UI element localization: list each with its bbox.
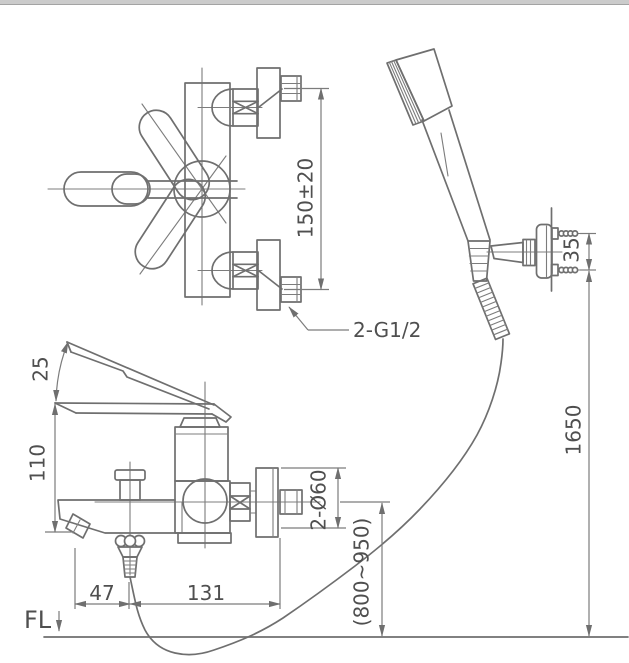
hose-outlet [114,534,146,578]
hand-shower-assembly: 35 1650 [129,48,596,656]
dimension-text-2d60: 2-Ø60 [307,469,331,530]
page-top-border [0,0,629,5]
thread-size-text: 2-G1/2 [353,318,421,342]
dimension-text-150: 150±20 [294,158,318,238]
side-hex-fitting [279,489,303,515]
union-nut-circle [182,478,228,524]
lever-open-bottom-edge [70,351,210,410]
lower-eccentric-line [258,270,283,290]
shower-handle-edge [421,119,469,242]
floor-reference: FL [24,606,629,638]
shower-head [386,48,453,126]
lower-union-cross [232,263,259,278]
hose-ferrule [467,240,491,282]
tub-spout [57,469,179,539]
hose-coil-ribs [474,282,509,336]
upper-eccentric-line [258,88,283,108]
hose-coil [472,277,511,341]
lower-supply-connection [197,239,302,311]
diverter-knob-stem [119,479,141,501]
upper-wall-flange [256,67,281,139]
upper-union-body [232,88,259,127]
lever-handle-horizontal [63,171,149,207]
spout-outline [57,499,179,534]
thread-size-leader: 2-G1/2 [288,306,421,342]
shower-handle-edge [448,109,491,241]
dimension-text-1650: 1650 [562,405,586,456]
side-wall-flange [255,467,279,538]
coupling-bump [123,534,137,548]
lever-open-position [66,341,215,410]
side-wall-connection [229,467,303,538]
dimension-text-47: 47 [89,581,114,605]
mixer-side-body [174,417,232,544]
thread-lines [122,560,138,574]
bracket-cup [535,223,553,279]
mixer-side-view: 25 110 47 131 [26,341,390,637]
lever-grip-detail [111,173,151,205]
dimension-hook-height: 1650 [562,270,593,637]
dimension-body-height: 110 [26,403,73,533]
dimension-text-35: 35 [560,237,584,262]
shower-hose [129,338,504,656]
dimension-lever-angle: 25 [29,341,69,402]
spout-nozzle [65,513,91,539]
hose-ferrule-outline [467,240,491,282]
dimension-bracket-pitch: 35 [560,232,596,271]
lever-construction-line-lower [139,155,227,275]
shower-head-rib-band [386,59,425,126]
dimension-install-height: (800~950) [340,501,390,637]
mixer-front-view: 150±20 2-G1/2 [47,67,421,342]
upper-union-cross [232,100,259,115]
lever-open-top-edge [66,341,215,406]
dimension-text-131: 131 [187,581,225,605]
screw-thread [571,266,579,274]
bracket-screw-top [550,227,581,240]
shower-handle [421,109,491,242]
lever-handle-raised-down [134,178,207,270]
lever-left-cap [54,402,77,414]
dimension-flange-diameter: 2-Ø60 [281,467,346,531]
lower-union-body [232,251,259,290]
shower-head-rib [390,60,420,124]
side-union-cross [229,495,251,510]
dimension-text-110: 110 [26,444,50,482]
bracket-screw-bottom [550,263,581,277]
screw-thread [571,230,579,237]
lower-wall-flange [256,239,281,311]
lever-handle-raised-up [138,109,211,201]
bracket-nut [522,238,536,267]
upper-supply-connection [197,67,302,139]
angle-arc [53,341,69,402]
body-base-skirt [177,532,232,544]
dimension-text-25: 25 [29,356,53,381]
shower-head-rib [393,60,422,123]
upper-union-nut-dome [211,88,234,127]
lever-construction-line-upper [141,103,227,224]
lever-closed-position [54,402,232,423]
floor-level-label: FL [24,606,52,634]
cartridge-dome [173,160,231,218]
lever-base-cone [179,417,221,428]
lever-right-tip [211,403,232,423]
dimension-text-800-950: (800~950) [350,518,374,627]
lever-bottom-edge [75,412,213,415]
shower-head-rib [388,61,417,125]
dimension-supply-distance: 150±20 [284,87,329,291]
lever-handle-positions [63,109,238,270]
shower-handle-highlight [440,132,449,177]
spout-nozzle-line [72,519,81,534]
threaded-stub [122,556,138,578]
lower-union-nut-dome [211,251,234,290]
shower-wall-bracket [486,207,581,292]
leader-arrow [288,306,309,331]
cartridge-housing [174,426,229,482]
lever-top-edge [54,402,215,405]
dimension-spout-reach: 47 131 [74,538,281,609]
side-union-body [229,482,251,522]
